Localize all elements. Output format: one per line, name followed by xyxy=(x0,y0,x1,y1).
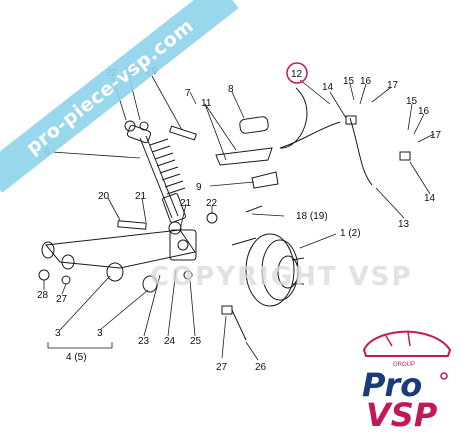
highlight-circle xyxy=(286,62,308,84)
leader-lines xyxy=(43,75,435,361)
callout-15a: 15 xyxy=(343,76,355,87)
callout-8: 8 xyxy=(228,84,234,95)
callout-20: 20 xyxy=(98,191,110,202)
logo-group-text: GROUP xyxy=(393,362,415,368)
car-outline-icon: GROUP Pro VSP xyxy=(362,330,452,434)
brake-drum xyxy=(231,233,305,307)
callout-27b: 27 xyxy=(216,362,228,373)
callout-26: 26 xyxy=(255,362,267,373)
callout-28: 28 xyxy=(37,290,49,301)
callout-12: 12 xyxy=(291,69,303,80)
callout-25: 25 xyxy=(190,336,202,347)
callout-14a: 14 xyxy=(322,82,334,93)
callout-16a: 16 xyxy=(360,76,372,87)
trailing-arm xyxy=(41,229,197,293)
handbrake-cable xyxy=(279,87,411,186)
callout-7: 7 xyxy=(185,88,191,99)
callout-21c: 21 xyxy=(180,198,192,209)
callout-11: 11 xyxy=(201,98,212,109)
callout-22b: 22 xyxy=(206,198,218,209)
callout-16b: 16 xyxy=(418,106,430,117)
callout-4-5: 4 (5) xyxy=(66,352,87,363)
callout-21b: 21 xyxy=(135,191,147,202)
callout-9: 9 xyxy=(196,182,202,193)
fasteners xyxy=(38,120,247,341)
shock-absorber xyxy=(126,124,186,235)
logo-dot-icon xyxy=(440,372,448,380)
callout-1-2: 1 (2) xyxy=(340,228,361,239)
callout-3a: 3 xyxy=(55,328,61,339)
callout-13: 13 xyxy=(398,219,410,230)
logo-pro-text: Pro xyxy=(362,366,422,404)
handbrake-bracket xyxy=(215,116,279,213)
copyright-watermark: COPYRIGHT VSP xyxy=(150,262,413,292)
callout-23: 23 xyxy=(138,336,150,347)
callout-15b: 15 xyxy=(406,96,418,107)
callout-17b: 17 xyxy=(430,130,442,141)
callout-24: 24 xyxy=(164,336,176,347)
logo-vsp-text: VSP xyxy=(366,396,438,434)
provsp-logo: GROUP Pro VSP xyxy=(356,322,466,434)
callout-18-19: 18 (19) xyxy=(296,211,328,222)
callout-14b: 14 xyxy=(424,193,436,204)
callout-3b: 3 xyxy=(97,328,103,339)
callout-17a: 17 xyxy=(387,80,399,91)
callout-27a: 27 xyxy=(56,294,68,305)
